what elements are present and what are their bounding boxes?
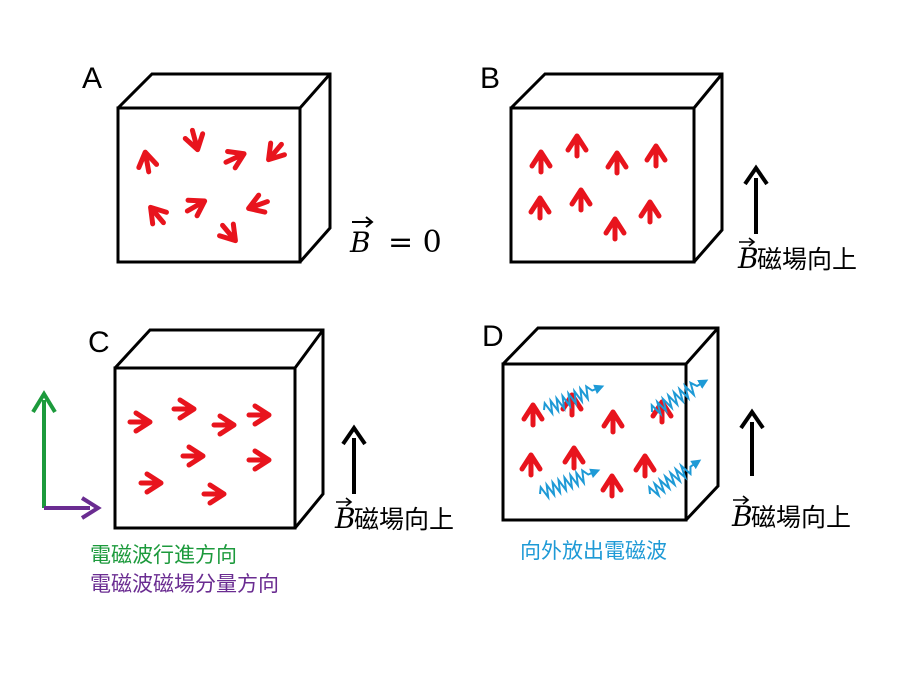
wavy-arrow-icon [648,459,702,499]
green-up-arrow-icon [31,390,57,414]
spin-arrow-icon [569,187,593,213]
spin-arrow-icon [529,149,553,175]
spin-arrow-icon [565,133,589,159]
field-label-b: B 磁場向上 [737,237,857,275]
wavy-arrow-icon [539,468,601,501]
panel-a-label: A [82,62,102,95]
panel-b: B B 磁場向上 [480,62,857,275]
spin-arrow-icon [217,221,238,244]
field-arrow-d [739,408,765,476]
emitted-waves [539,379,709,501]
panel-b-label: B [480,62,500,95]
wavy-arrow-icon [650,379,709,418]
wavy-arrow-icon [543,384,605,417]
spin-arrow-icon [138,471,164,495]
field-label-d: B 磁場向上 [731,495,851,533]
field-arrow-b [743,164,769,234]
panel-a: A B = 0 [82,62,442,264]
panel-d: D B 磁場向上 向外放出電磁波 [482,320,851,563]
spin-arrow-icon [528,195,552,221]
field-desc-b: 磁場向上 [757,245,857,274]
spin-arrow-icon [603,216,627,242]
spin-arrow-icon [148,204,169,227]
panel-c: C B 磁場向上 電磁波行進方向 電磁波磁場分量方向 [31,326,454,596]
emission-label: 向外放出電磁波 [520,539,667,563]
spin-arrow-icon [266,140,287,163]
field-desc-d: 磁場向上 [751,503,851,532]
field-zero-a: = 0 [388,225,442,260]
spin-arrow-icon [171,397,197,421]
vector-arrow-icon [739,237,756,247]
propagation-label: 電磁波行進方向 [90,543,237,567]
up-arrow-icon [739,408,765,430]
propagation-axis [31,390,57,508]
panel-c-label: C [88,326,110,359]
field-component-axis [44,496,102,520]
panel-d-label: D [482,320,504,353]
spin-arrow-icon [600,473,624,499]
field-symbol-c: B [334,502,356,535]
box-b [509,72,724,264]
vector-arrow-icon [733,495,750,505]
spin-arrow-icon [644,143,668,169]
field-label-a: B = 0 [349,216,442,260]
spin-arrow-icon [633,453,657,479]
spin-arrow-icon [521,402,545,428]
field-symbol-b: B [737,242,759,275]
spins-a [136,127,287,244]
field-arrow-c [341,424,367,494]
spins-c [127,397,272,506]
spin-arrow-icon [562,445,586,471]
spin-arrow-icon [246,403,272,427]
spin-arrow-icon [223,149,247,171]
spin-arrow-icon [519,452,543,478]
spin-arrow-icon [184,197,208,219]
spin-arrow-icon [180,444,206,468]
field-symbol-a: B [349,226,371,259]
field-label-c: B 磁場向上 [334,497,454,535]
up-arrow-icon [341,424,367,446]
spins-d [519,392,674,499]
spin-arrow-icon [605,150,629,176]
box-c [113,328,325,530]
field-component-label: 電磁波磁場分量方向 [90,572,279,596]
spin-arrow-icon [638,199,662,225]
spins-b [528,133,668,242]
field-symbol-d: B [731,500,753,533]
field-desc-c: 磁場向上 [354,505,454,534]
purple-right-arrow-icon [80,496,102,520]
spin-arrow-icon [246,192,270,215]
vector-arrow-icon [352,216,374,228]
up-arrow-icon [743,164,769,186]
spin-arrow-icon [136,149,160,175]
spin-arrow-icon [182,127,206,153]
box-a [116,72,332,264]
spin-arrow-icon [246,448,272,472]
spin-arrow-icon [201,482,227,506]
spin-arrow-icon [601,409,625,435]
spin-arrow-icon [127,410,153,434]
vector-arrow-icon [336,497,353,507]
spin-arrow-icon [211,413,237,437]
